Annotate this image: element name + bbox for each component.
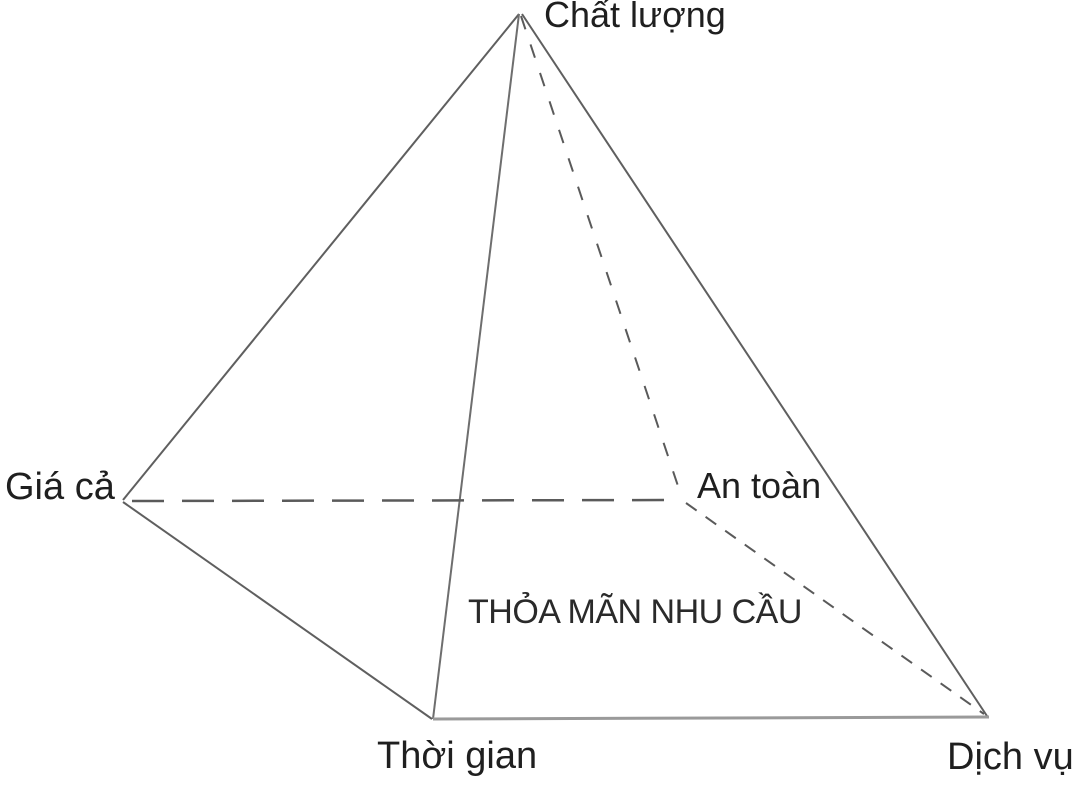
edge-apex-to-time bbox=[432, 13, 520, 720]
edge-price-to-time bbox=[122, 501, 433, 720]
edge-apex-to-service bbox=[521, 13, 988, 717]
edge-price-to-safety-hidden bbox=[131, 498, 675, 503]
edge-safety-to-service-hidden bbox=[685, 502, 985, 715]
vertex-label-safety: An toàn bbox=[697, 465, 822, 506]
center-caption-satisfy-needs: THỎA MÃN NHU CẦU bbox=[468, 593, 802, 631]
edge-time-to-service bbox=[432, 715, 990, 721]
edge-apex-to-safety-hidden bbox=[520, 15, 682, 496]
vertex-label-quality: Chất lượng bbox=[544, 0, 726, 35]
vertex-label-price: Giá cả bbox=[5, 466, 115, 508]
vertex-label-service: Dịch vụ bbox=[947, 736, 1074, 778]
vertex-label-time: Thời gian bbox=[377, 735, 538, 777]
edge-apex-to-price bbox=[122, 13, 520, 501]
